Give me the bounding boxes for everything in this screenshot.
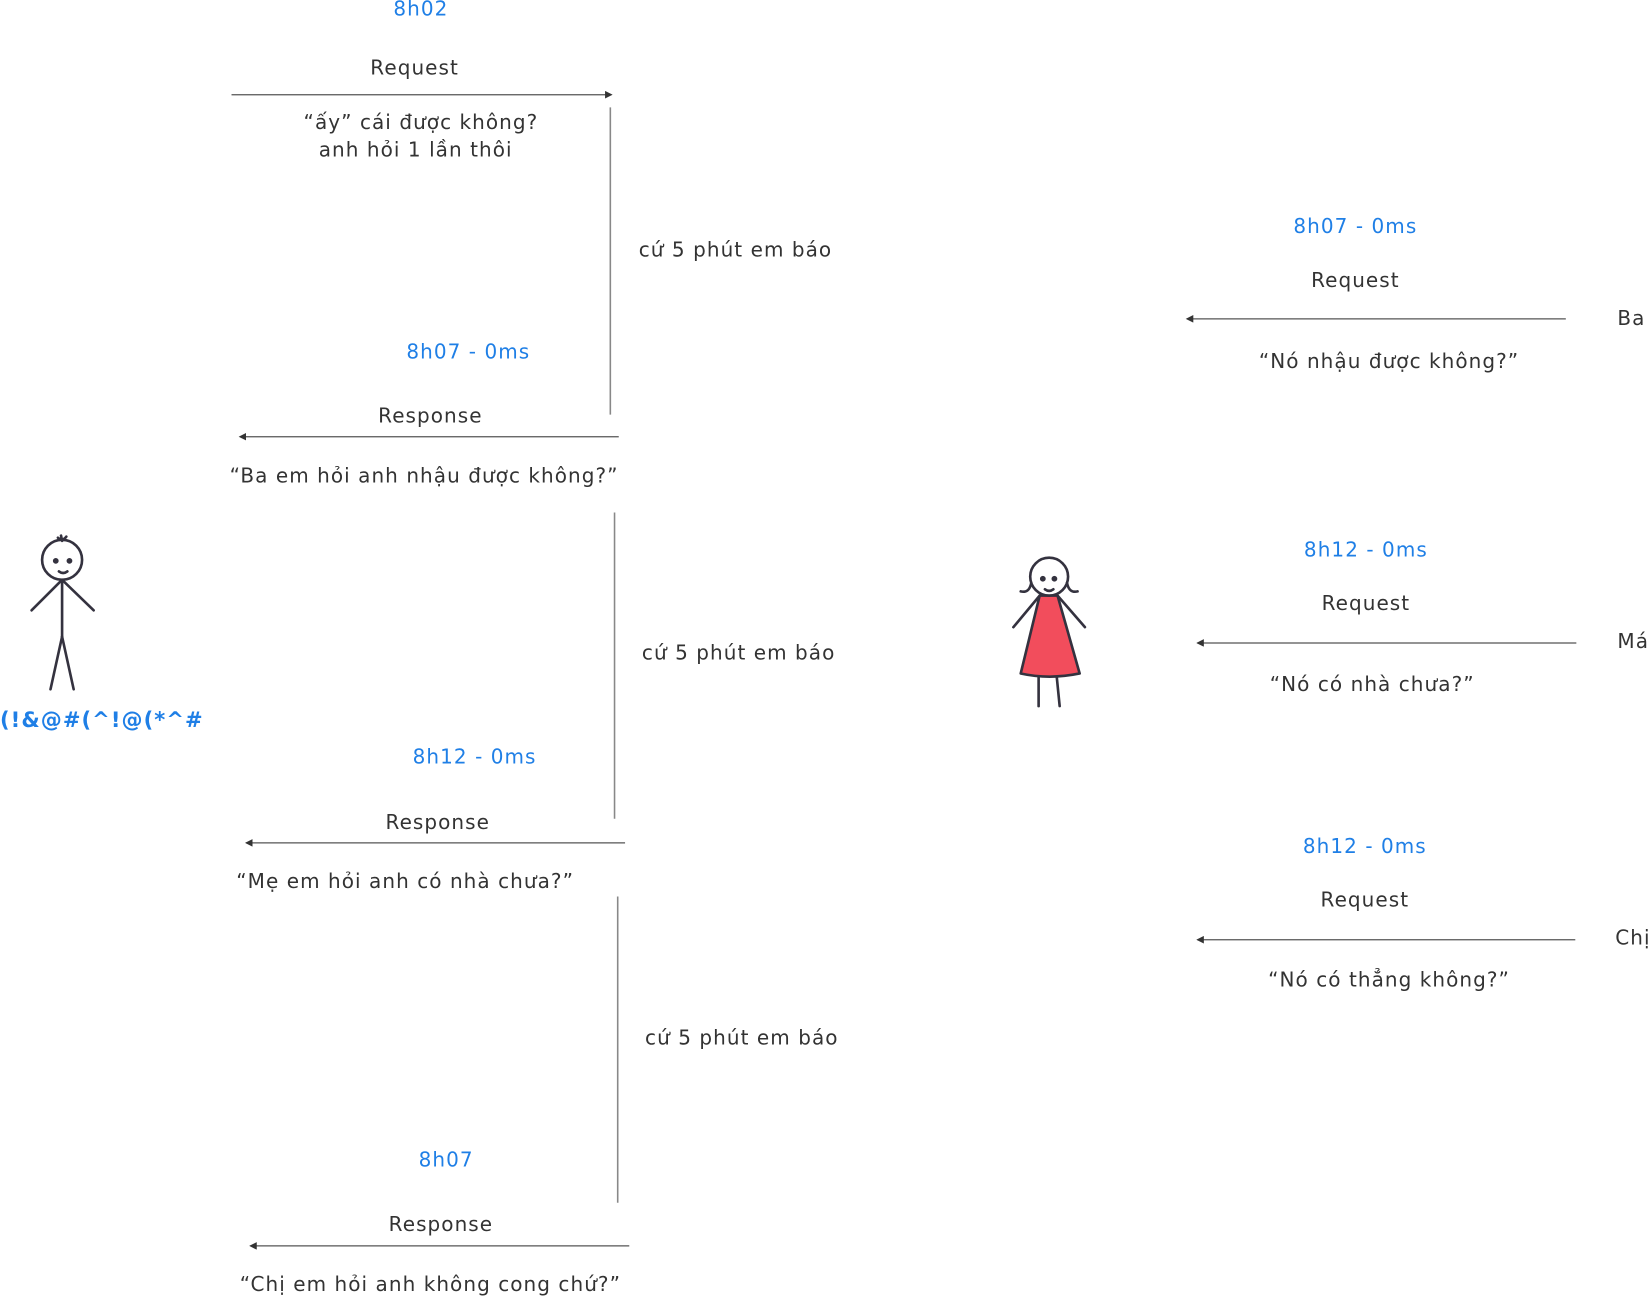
request-message: “ấy” cái được không? xyxy=(303,111,539,135)
response-label: Response xyxy=(385,810,490,835)
left-actor-label: (!&@#(^!@(*^# xyxy=(0,707,204,733)
request-message: “Nó có thẳng không?” xyxy=(1268,968,1510,992)
response-time: 8h07 - 0ms xyxy=(406,340,531,364)
request-label: Request xyxy=(1321,592,1411,616)
stick-girl-icon xyxy=(1012,556,1087,708)
wait-label: cứ 5 phút em báo xyxy=(645,1026,839,1050)
request-message: “Nó nhậu được không?” xyxy=(1258,350,1520,374)
response-message: “Mẹ em hỏi anh có nhà chưa?” xyxy=(236,869,574,894)
request-message: “Nó có nhà chưa?” xyxy=(1269,673,1475,697)
stick-man-icon xyxy=(30,534,95,691)
wait-label: cứ 5 phút em báo xyxy=(641,641,836,665)
response-message: “Chị em hỏi anh không cong chứ?” xyxy=(239,1272,621,1297)
response-message: “Ba em hỏi anh nhậu được không?” xyxy=(229,464,619,488)
request-time: 8h02 xyxy=(393,0,449,21)
request-time: 8h12 - 0ms xyxy=(1302,835,1427,859)
response-label: Response xyxy=(388,1212,494,1237)
request-message: anh hỏi 1 lần thôi xyxy=(318,138,513,162)
response-time: 8h12 - 0ms xyxy=(412,745,537,769)
response-label: Response xyxy=(378,404,483,428)
wait-label: cứ 5 phút em báo xyxy=(638,238,833,262)
request-time: 8h12 - 0ms xyxy=(1303,538,1428,562)
request-label: Request xyxy=(1320,888,1410,912)
sender-label: Ba xyxy=(1617,306,1646,331)
sender-label: Má xyxy=(1617,629,1650,654)
sender-label: Chị xyxy=(1615,926,1650,950)
response-time: 8h07 xyxy=(418,1148,474,1172)
request-label: Request xyxy=(1311,269,1400,293)
request-label: Request xyxy=(370,56,459,80)
request-time: 8h07 - 0ms xyxy=(1293,215,1418,239)
